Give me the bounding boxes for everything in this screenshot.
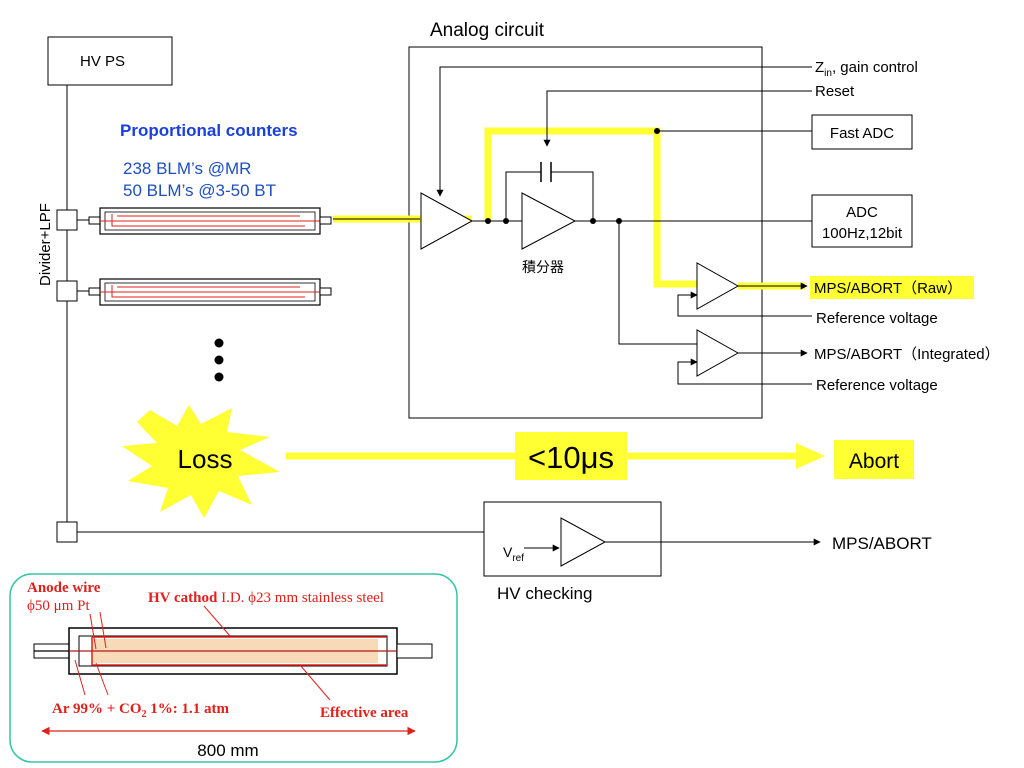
adc-box [811, 194, 913, 248]
length-label: 800 mm [197, 741, 258, 760]
adc-label-1: ADC [846, 204, 878, 221]
divider-lpf-label: Divider+LPF [37, 203, 54, 286]
node-dot [485, 218, 491, 224]
hv-checking-box [483, 501, 662, 577]
proportional-counters-title: Proportional counters [120, 121, 298, 140]
proportional-counter-icon-2 [88, 278, 332, 306]
fast-adc-box [811, 114, 913, 150]
timeline-arrowhead [796, 443, 825, 469]
anode-wire-label: Anode wire [27, 580, 101, 596]
analog-circuit-box [408, 46, 763, 419]
adc-label-2: 100Hz,12bit [822, 225, 903, 242]
mps-integrated-label: MPS/ABORT（Integrated） [814, 346, 1000, 363]
abort-label: Abort [849, 450, 899, 473]
integrated-wire [618, 221, 697, 345]
abort-box [834, 440, 914, 479]
proportional-counter-icon [88, 207, 332, 235]
analog-circuit-title: Analog circuit [430, 20, 545, 41]
divider-box-2 [56, 280, 78, 302]
ellipsis-dot-2 [214, 355, 224, 365]
cathode-leader [203, 605, 231, 637]
reference-voltage-2-label: Reference voltage [816, 377, 938, 394]
loss-label: Loss [178, 444, 233, 474]
counter-detail-tube [33, 627, 433, 675]
integrator-label: 積分器 [522, 259, 564, 275]
effective-leader [299, 664, 331, 701]
reset-line [543, 90, 812, 147]
hv-ps-label: HV PS [80, 53, 125, 70]
vref-label: Vref [503, 544, 524, 564]
blm-bt-text: 50 BLM’s @3-50 BT [123, 181, 276, 200]
gas-leader-1 [74, 659, 86, 696]
hv-cathode-label: HV cathod I.D. ϕ23 mm stainless steel [148, 590, 384, 606]
zin-label: Zin, gain control [815, 59, 918, 79]
node-dot [590, 218, 596, 224]
hv-ps-box [47, 36, 173, 86]
reference-voltage-1-label: Reference voltage [816, 310, 938, 327]
starburst-icon [122, 405, 280, 518]
raw-comparator-triangle [696, 262, 740, 310]
reset-label: Reset [815, 83, 855, 100]
divider-box-1 [56, 209, 78, 231]
feedback-wire-left [505, 171, 541, 221]
gas-leader-2 [95, 662, 109, 696]
time-box [515, 432, 627, 480]
preamp-triangle [420, 192, 474, 250]
ref-voltage-2-wire [677, 358, 812, 385]
anode-leader-2 [89, 613, 97, 650]
mps-raw-highlight [810, 276, 974, 299]
ellipsis-dot-3 [214, 372, 224, 382]
feedback-wire-right [551, 171, 594, 221]
divider-box-3 [56, 521, 78, 543]
zin-control-line [436, 66, 812, 197]
mps-abort-hv-label: MPS/ABORT [832, 534, 932, 553]
hv-comparator-triangle [560, 517, 607, 567]
fast-adc-label: Fast ADC [830, 125, 894, 142]
mps-raw-label: MPS/ABORT（Raw） [814, 280, 962, 297]
gas-mix-label: Ar 99% + CO2 1%: 1.1 atm [52, 701, 230, 720]
anode-wire-spec: ϕ50 μm Pt [27, 598, 90, 614]
integrator-triangle [521, 192, 577, 250]
hv-checking-label: HV checking [497, 584, 592, 603]
blm-mr-text: 238 BLM’s @MR [123, 159, 251, 178]
time-label: <10μs [528, 440, 614, 475]
ellipsis-dot-1 [214, 338, 224, 348]
effective-area-label: Effective area [320, 705, 409, 721]
anode-leader [99, 611, 107, 649]
integrated-comparator-triangle [696, 329, 740, 377]
ref-voltage-1-wire [677, 291, 812, 317]
